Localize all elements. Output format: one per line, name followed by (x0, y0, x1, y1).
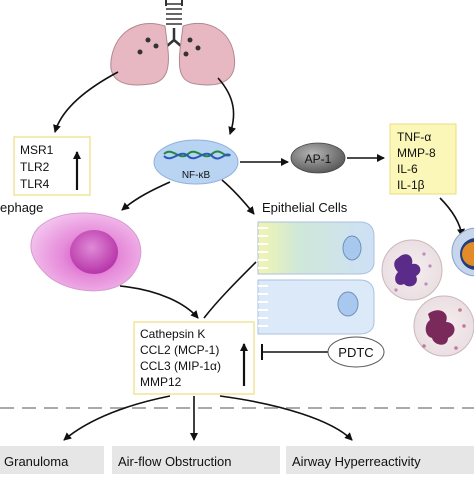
pdtc-inhibitor: PDTC (261, 336, 385, 368)
nfkb-label: NF-κB (182, 170, 211, 181)
arrow-macrophage-to-mediators (119, 285, 199, 319)
outcome-hyperreactivity-label: Airway Hyperreactivity (292, 454, 421, 469)
neutrophil-cell-icon (381, 239, 443, 301)
ap1-label: AP-1 (305, 152, 332, 166)
receptor-msr1: MSR1 (20, 143, 54, 157)
receptors-box: MSR1 TLR2 TLR4 (13, 136, 91, 196)
cytokine-il1b: IL-1β (397, 178, 425, 192)
receptor-tlr4: TLR4 (20, 177, 50, 191)
arrow-to-granuloma (63, 395, 171, 441)
arrow-lung-to-receptors (53, 71, 119, 133)
mediator-ccl2: CCL2 (MCP-1) (140, 343, 219, 357)
outcome-hyperreactivity: Airway Hyperreactivity (286, 446, 474, 474)
receptor-tlr2: TLR2 (20, 160, 50, 174)
macrophage-cell-icon (30, 212, 142, 292)
cytokine-tnf: TNF-α (397, 130, 431, 144)
macrophage-label: ephage (0, 200, 43, 215)
outcome-airflow-label: Air-flow Obstruction (118, 454, 231, 469)
arrow-nfkb-to-macrophage (121, 181, 171, 211)
cytokine-mmp8: MMP-8 (397, 146, 436, 160)
arrow-to-hyperreactivity (219, 395, 353, 441)
cytokines-box: TNF-α MMP-8 IL-6 IL-1β (389, 123, 457, 195)
mediator-ccl3: CCL3 (MIP-1α) (140, 359, 221, 373)
arrow-cytokines-to-cells (439, 197, 465, 237)
lymphocyte-cell-icon (451, 227, 474, 277)
mediator-mmp12: MMP12 (140, 375, 182, 389)
outcome-airflow: Air-flow Obstruction (112, 446, 280, 474)
eosinophil-cell-icon (413, 295, 474, 357)
epithelial-cells-icon (257, 221, 375, 335)
ap1-node: AP-1 (290, 142, 346, 174)
arrow-lung-to-nfkb (217, 77, 237, 135)
cytokine-il6: IL-6 (397, 162, 418, 176)
epithelial-label: Epithelial Cells (262, 200, 348, 215)
pdtc-label: PDTC (338, 345, 373, 360)
arrow-nfkb-to-epithelial (221, 179, 255, 215)
arrow-epithelial-to-mediators (203, 261, 257, 319)
mediators-box: Cathepsin K CCL2 (MCP-1) CCL3 (MIP-1α) M… (133, 321, 255, 395)
nfkb-node: NF-κB (153, 139, 239, 185)
outcome-granuloma-label: Granuloma (4, 454, 69, 469)
outcome-granuloma: Granuloma (0, 446, 104, 474)
mediator-cathepsin-k: Cathepsin K (140, 327, 205, 341)
lungs-icon (110, 0, 236, 86)
